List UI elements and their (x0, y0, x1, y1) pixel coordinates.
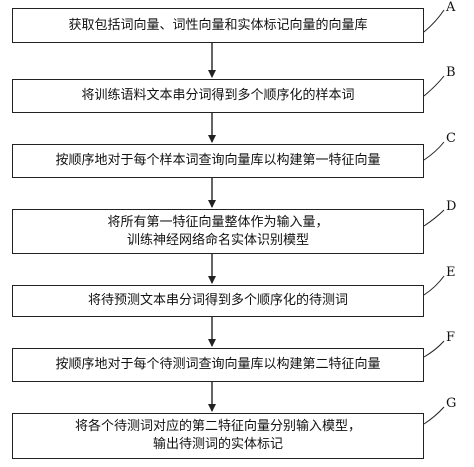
step-tag-g: G (446, 396, 457, 411)
step-d-text-line-2: 训练神经网络命名实体识别模型 (126, 232, 309, 248)
leader-c (423, 141, 445, 161)
leader-b (423, 75, 445, 97)
step-b-text-line-1: 将训练语料文本串分词得到多个顺序化的样本词 (81, 88, 355, 103)
step-a-text-line-1: 获取包括词向量、词性向量和实体标记向量的向量库 (68, 17, 368, 33)
step-c-text-line-1: 按顺序地对于每个样本词查询向量库以构建第一特征向量 (55, 153, 381, 168)
step-tag-f: F (446, 330, 456, 345)
step-box-c: 按顺序地对于每个样本词查询向量库以构建第一特征向量 (12, 144, 424, 178)
step-tag-e: E (446, 265, 456, 280)
leader-e (423, 275, 445, 296)
step-g-text-line-2: 输出待测词的实体标记 (152, 437, 283, 452)
step-box-e: 将待预测文本串分词得到多个顺序化的待测词 (12, 285, 424, 317)
leader-g (423, 406, 445, 425)
step-tag-a: A (446, 0, 456, 15)
step-tag-d: D (446, 199, 457, 214)
step-g-text-line-1: 将各个待测词对应的第二特征向量分别输入模型， (74, 419, 361, 434)
leader-a (423, 9, 445, 33)
step-box-d: 将所有第一特征向量整体作为输入量， 训练神经网络命名实体识别模型 (12, 209, 424, 254)
step-tag-b: B (446, 65, 456, 80)
step-box-f: 按顺序地对于每个待测词查询向量库以构建第二特征向量 (12, 348, 424, 382)
step-tag-c: C (446, 131, 456, 146)
step-e-text-line-1: 将待预测文本串分词得到多个顺序化的待测词 (87, 293, 348, 308)
step-f-text-line-1: 按顺序地对于每个待测词查询向量库以构建第二特征向量 (55, 357, 381, 372)
leader-f (423, 340, 445, 358)
leader-d (423, 209, 445, 227)
step-box-a: 获取包括词向量、词性向量和实体标记向量的向量库 (12, 8, 424, 43)
step-box-b: 将训练语料文本串分词得到多个顺序化的样本词 (12, 79, 424, 113)
step-d-text-line-1: 将所有第一特征向量整体作为输入量， (107, 214, 329, 230)
step-box-g: 将各个待测词对应的第二特征向量分别输入模型， 输出待测词的实体标记 (12, 413, 424, 459)
